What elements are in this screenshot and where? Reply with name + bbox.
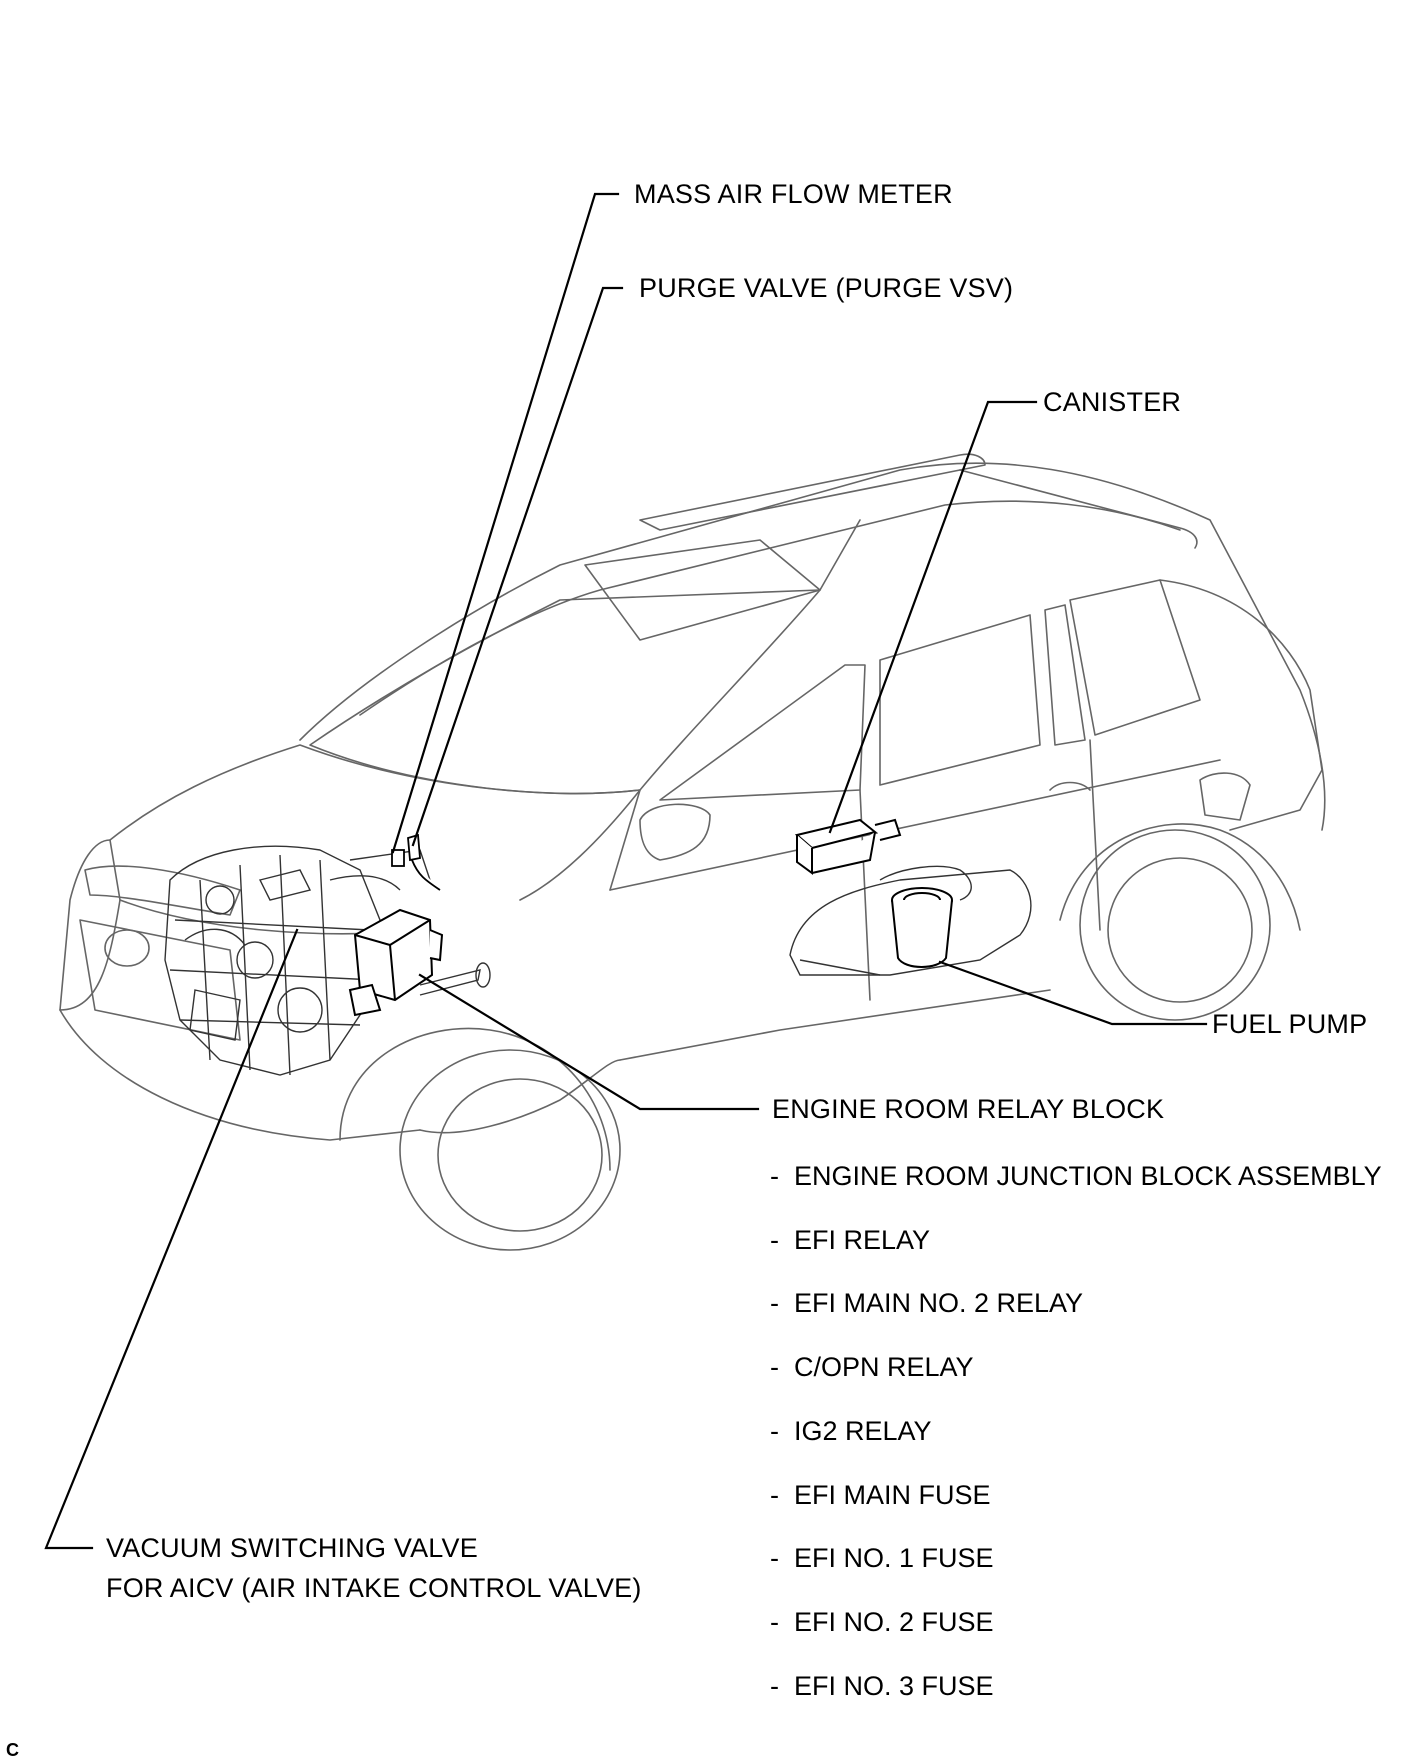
list-bullet: -: [770, 1288, 779, 1318]
list-bullet: -: [770, 1225, 779, 1255]
list-bullet: -: [770, 1480, 779, 1510]
relay-block-item-text: EFI NO. 1 FUSE: [794, 1543, 994, 1573]
relay-block-item-text: EFI NO. 3 FUSE: [794, 1671, 994, 1701]
leader-relay-block: [418, 973, 760, 1111]
relay-block-item-text: EFI MAIN NO. 2 RELAY: [794, 1288, 1084, 1318]
label-purge-valve: PURGE VALVE (PURGE VSV): [639, 273, 1014, 303]
relay-block-list-item: -C/OPN RELAY: [770, 1351, 974, 1383]
leader-maf: [391, 192, 620, 854]
label-mass-air-flow-meter: MASS AIR FLOW METER: [634, 179, 953, 209]
list-bullet: -: [770, 1352, 779, 1382]
label-engine-room-relay-block: ENGINE ROOM RELAY BLOCK: [772, 1094, 1165, 1124]
list-bullet: -: [770, 1543, 779, 1573]
relay-block-item-text: EFI MAIN FUSE: [794, 1480, 991, 1510]
relay-block-item-text: EFI RELAY: [794, 1225, 931, 1255]
list-bullet: -: [770, 1416, 779, 1446]
leader-vsv: [44, 928, 299, 1550]
relay-block-item-text: IG2 RELAY: [794, 1416, 932, 1446]
list-bullet: -: [770, 1161, 779, 1191]
list-bullet: -: [770, 1671, 779, 1701]
label-vsv-line1: VACUUM SWITCHING VALVE: [106, 1533, 478, 1563]
relay-block-item-text: C/OPN RELAY: [794, 1352, 974, 1382]
figure-code: C: [6, 1740, 19, 1760]
relay-block-list-item: -EFI NO. 3 FUSE: [770, 1670, 994, 1702]
relay-block-list-item: -EFI MAIN FUSE: [770, 1479, 991, 1511]
drive-shaft: [419, 962, 491, 996]
relay-block-list-item: -EFI MAIN NO. 2 RELAY: [770, 1287, 1083, 1319]
relay-block-item-text: ENGINE ROOM JUNCTION BLOCK ASSEMBLY: [794, 1161, 1382, 1191]
leader-fuel-pump: [938, 960, 1208, 1026]
relay-block-list-item: -IG2 RELAY: [770, 1415, 932, 1447]
fuel-tank: [789, 865, 1032, 976]
maf-and-vsv-parts: [391, 833, 441, 891]
relay-block-list-item: -EFI NO. 2 FUSE: [770, 1606, 994, 1638]
relay-block-list-item: -ENGINE ROOM JUNCTION BLOCK ASSEMBLY: [770, 1160, 1382, 1192]
relay-block-shape: [348, 908, 444, 1017]
relay-block-item-text: EFI NO. 2 FUSE: [794, 1607, 994, 1637]
fuel-pump-shape: [891, 887, 953, 968]
label-fuel-pump: FUEL PUMP: [1212, 1009, 1368, 1039]
relay-block-list-item: -EFI NO. 1 FUSE: [770, 1542, 994, 1574]
vehicle-outline: [59, 453, 1326, 1251]
label-canister: CANISTER: [1043, 387, 1182, 417]
relay-block-list-item: -EFI RELAY: [770, 1224, 930, 1256]
list-bullet: -: [770, 1607, 779, 1637]
leader-purge: [411, 286, 624, 847]
leader-canister: [828, 400, 1038, 834]
canister-shape: [794, 818, 902, 875]
label-vsv-line2: FOR AICV (AIR INTAKE CONTROL VALVE): [106, 1573, 642, 1603]
leader-lines: [44, 192, 1208, 1550]
